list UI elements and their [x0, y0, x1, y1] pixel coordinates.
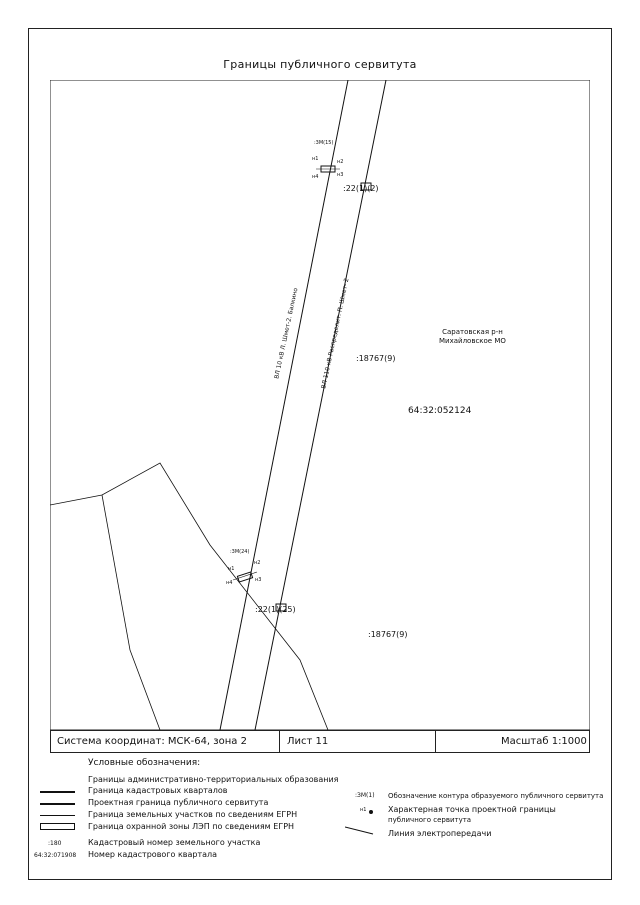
legend-servitude-line	[40, 803, 75, 805]
legend-servitude-text: Проектная граница публичного сервитута	[88, 798, 269, 807]
map-area: Саратовская р-н Михайловское МО 64:32:05…	[50, 80, 590, 730]
legend-cad-text: Кадастровый номер земельного участка	[88, 838, 261, 847]
legend-point-dot	[369, 810, 373, 814]
region-label: Саратовская р-н Михайловское МО	[439, 328, 506, 346]
sheet-frame	[28, 28, 612, 880]
contour-label-top: :3М(15)	[314, 140, 334, 146]
region-line-1: Саратовская р-н	[442, 328, 503, 336]
parcel-label-4: :18767(9)	[368, 630, 408, 639]
parcel-label-1: :22(1)(2)	[343, 184, 379, 193]
point-label: н1	[228, 566, 235, 572]
legend-quarter-line	[40, 791, 75, 793]
info-strip: Система координат: МСК-64, зона 2 Лист 1…	[50, 730, 590, 753]
region-line-2: Михайловское МО	[439, 337, 506, 345]
legend-parcel-text: Граница земельных участков по сведениям …	[88, 810, 298, 819]
point-label: н2	[337, 159, 344, 165]
point-label: н3	[255, 577, 262, 583]
legend-power-line	[345, 826, 374, 835]
legend-admin-text: Границы административно-территориальных …	[88, 775, 339, 784]
scale-label: Масштаб 1:1000	[501, 736, 587, 747]
info-separator	[279, 731, 280, 752]
legend-point-text-2: публичного сервитута	[388, 816, 472, 824]
parcel-boundary-lower	[101, 494, 161, 730]
servitude-contour-bottom	[236, 571, 254, 583]
quarter-number: 64:32:052124	[408, 406, 472, 416]
point-label: н1	[312, 156, 319, 162]
legend-parcel-line	[40, 815, 75, 816]
parcel-label-3: :22(1)(25)	[255, 605, 296, 614]
contour-bottom-tick	[232, 571, 258, 581]
contour-label-bottom: :3М(24)	[230, 549, 250, 555]
legend-contour-sample: :ЗМ(1)	[355, 792, 375, 799]
point-label: н2	[254, 560, 261, 566]
legend-contour-text: Обозначение контура образуемого публично…	[388, 792, 604, 800]
legend-power-text: Линия электропередачи	[388, 829, 492, 838]
map-drawing	[50, 80, 590, 730]
legend-protect-box	[40, 823, 75, 830]
parcel-box-top	[360, 182, 372, 191]
parcel-boundary-upper	[50, 462, 329, 730]
legend-point-sample: н1	[360, 807, 367, 813]
legend-point-text-1: Характерная точка проектной границы	[388, 805, 556, 814]
parcel-box-bottom	[275, 603, 287, 612]
power-line-right	[254, 80, 387, 730]
legend-quarter-number-text: Номер кадастрового квартала	[88, 850, 218, 859]
power-line-left	[219, 80, 349, 730]
legend-heading: Условные обозначения:	[88, 758, 201, 768]
legend-cad-sample: :180	[48, 840, 62, 847]
legend-quarter-sample: 64:32:071908	[34, 852, 77, 859]
page-title: Границы публичного сервитута	[223, 58, 417, 71]
legend-protect-text: Граница охранной зоны ЛЭП по сведениям Е…	[88, 822, 295, 831]
sheet-number: Лист 11	[287, 736, 329, 747]
point-label: н4	[312, 174, 319, 180]
coord-system: Система координат: МСК-64, зона 2	[57, 736, 247, 747]
point-label: н3	[337, 172, 344, 178]
legend-quarter-text: Граница кадастровых кварталов	[88, 786, 228, 795]
point-label: н4	[226, 580, 233, 586]
info-separator	[435, 731, 436, 752]
parcel-label-2: :18767(9)	[356, 354, 396, 363]
